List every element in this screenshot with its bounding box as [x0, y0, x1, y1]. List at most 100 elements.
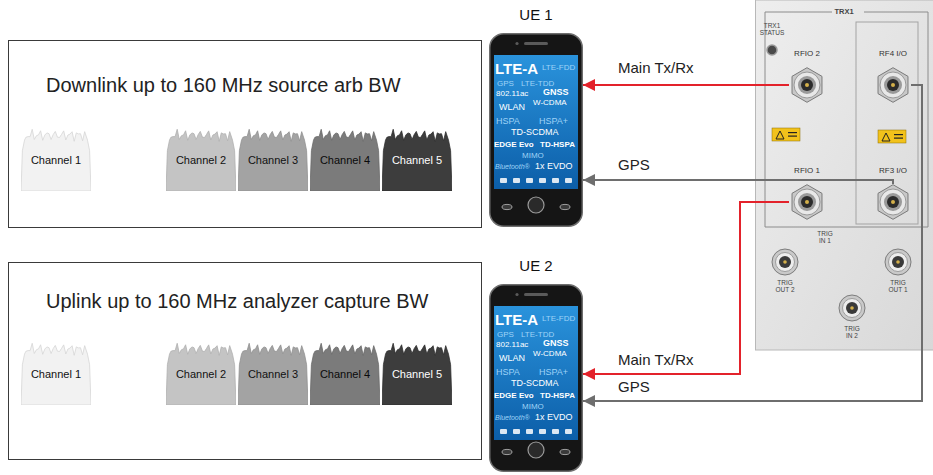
ue-phone: UE 1LTE-ALTE-FDDGPSLTE-TDD802.11acGNSSW-…	[489, 33, 583, 227]
screen-tech-label: WLAN	[499, 103, 525, 112]
port-pin	[805, 83, 809, 87]
warning-mark	[788, 136, 797, 137]
port-nut	[792, 185, 822, 220]
port-frame	[856, 22, 918, 224]
screen-tech-label: GPS	[497, 331, 514, 339]
spectrum-mask	[238, 129, 308, 191]
bnc-ring	[889, 253, 908, 272]
port-label: RFIO 1	[794, 167, 820, 175]
port-socket	[887, 196, 899, 208]
connector-label: Main Tx/Rx	[618, 352, 694, 367]
rf-port: RFIO 2	[789, 67, 825, 103]
screen-tech-label: HSPA+	[539, 117, 568, 126]
channel-label: Channel 4	[320, 155, 370, 166]
port-pin	[891, 200, 895, 204]
screen-icon	[500, 429, 507, 434]
screen-icon	[565, 429, 572, 434]
bnc-connector	[772, 249, 798, 275]
phone-speaker	[524, 42, 548, 45]
port-socket	[887, 79, 899, 91]
port-ring	[794, 72, 820, 98]
phone-screen	[494, 306, 578, 440]
bnc-ring	[776, 253, 795, 272]
phone-camera	[515, 42, 518, 45]
screen-tech-label: TD-SCDMA	[511, 128, 559, 137]
rf-port: RFIO 1	[789, 184, 825, 220]
ue-label: UE 1	[489, 7, 583, 22]
panel-title: TRX1	[834, 8, 853, 16]
channel-spectrum: Channel 3	[238, 129, 308, 191]
channel-spectrum: Channel 1	[21, 129, 91, 191]
bnc-body	[839, 295, 865, 321]
panel-marking: TRIG OUT 2	[773, 279, 797, 294]
channel-spectrum: Channel 4	[310, 343, 380, 405]
warning-sign	[772, 128, 800, 141]
signal-connector	[583, 180, 893, 184]
warning-mark	[894, 134, 903, 135]
spectrum-mask	[310, 129, 380, 191]
screen-tech-label: HSPA+	[539, 368, 568, 377]
warning-plate	[772, 128, 800, 141]
channel-spectrum: Channel 3	[238, 343, 308, 405]
port-ring	[880, 72, 906, 98]
warning-triangle	[776, 131, 784, 139]
call-key	[502, 204, 512, 209]
bnc-socket	[892, 256, 904, 268]
channel-label: Channel 3	[248, 369, 298, 380]
bnc-pin	[896, 260, 900, 264]
phone-body	[490, 34, 583, 227]
port-label: RF3 I/O	[879, 167, 907, 175]
rf-port: RF3 I/O	[875, 184, 911, 220]
screen-tech-label: 802.11ac	[496, 341, 528, 349]
rf-port: RF4 I/O	[875, 67, 911, 103]
screen-tech-label: LTE-A	[495, 312, 538, 327]
channel-spectrum: Channel 5	[382, 343, 452, 405]
phone-camera	[515, 293, 518, 296]
screen-tech-label: TD-SCDMA	[511, 379, 559, 388]
screen-tech-label: EDGE Evo	[494, 141, 534, 149]
section-frame	[765, 12, 928, 227]
bnc-ring	[843, 299, 862, 318]
signal-panel-box: Channel 1Channel 2Channel 3Channel 4Chan…	[8, 262, 482, 460]
phone-body	[490, 285, 583, 472]
spectrum-mask	[21, 343, 91, 405]
spectrum-mask	[21, 129, 91, 191]
ue-label: UE 2	[489, 258, 583, 273]
port-drawing	[789, 67, 825, 103]
screen-tech-label: WLAN	[499, 354, 525, 363]
screen-tech-label: MIMO	[522, 152, 544, 160]
screen-icon	[500, 178, 507, 183]
signal-connector	[583, 84, 789, 86]
port-drawing	[789, 184, 825, 220]
port-thread	[798, 193, 816, 211]
spectrum-mask	[238, 343, 308, 405]
channel-spectrum: Channel 1	[21, 343, 91, 405]
spectrum-mask	[382, 129, 452, 191]
signal-connector	[583, 85, 922, 401]
screen-tech-label: EDGE Evo	[494, 392, 534, 400]
screen-icon	[539, 178, 546, 183]
screen-icon	[552, 178, 559, 183]
spectrum-mask	[310, 343, 380, 405]
channel-label: Channel 4	[320, 369, 370, 380]
end-key	[560, 449, 570, 454]
phone-screen	[494, 55, 578, 189]
screen-icon	[552, 429, 559, 434]
channel-label: Channel 5	[392, 369, 442, 380]
panel-marking: TRIG IN 2	[842, 325, 862, 340]
channel-label: Channel 5	[392, 155, 442, 166]
warning-triangle	[882, 133, 890, 141]
box-title: Uplink up to 160 MHz analyzer capture BW	[46, 291, 428, 311]
connector-label: GPS	[618, 379, 650, 394]
port-socket	[801, 79, 813, 91]
channel-spectrum: Channel 2	[166, 129, 236, 191]
port-drawing	[875, 184, 911, 220]
screen-icon	[539, 429, 546, 434]
port-nut	[792, 68, 822, 103]
channel-label: Channel 2	[176, 155, 226, 166]
port-thread	[798, 76, 816, 94]
signal-panel-box: Channel 1 Channel 2 Channel 3 Channel 4 Chan…	[8, 40, 482, 228]
phone-speaker	[524, 293, 548, 296]
screen-tech-label: LTE-FDD	[542, 64, 575, 72]
screen-tech-label: LTE-TDD	[521, 80, 554, 88]
